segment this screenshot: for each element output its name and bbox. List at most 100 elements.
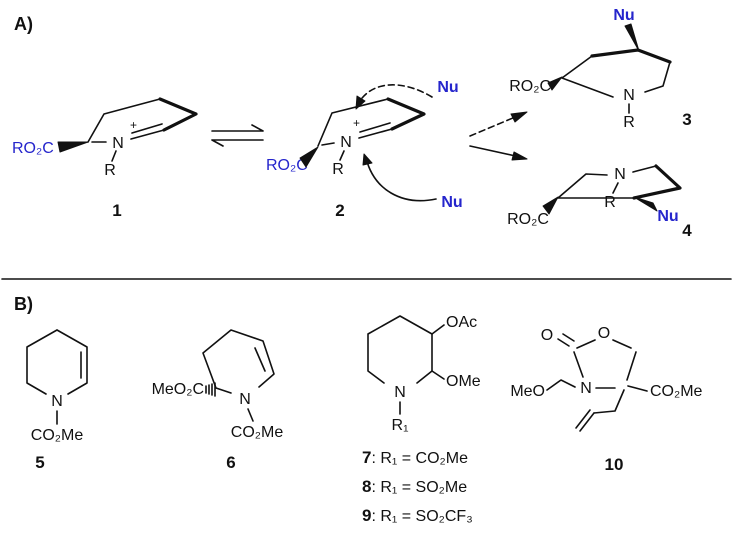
n-carbamate-bond (247, 408, 254, 422)
carbonyl-double-bond (557, 333, 575, 347)
ring-bonds (557, 165, 657, 199)
methoxymethyl-label: MeO (510, 383, 545, 400)
n-r-bond (612, 182, 619, 194)
curved-arrow-dashed (357, 84, 433, 105)
ester-label: CO₂Me (650, 383, 703, 400)
harpoon-left (211, 139, 264, 147)
arrowhead (510, 111, 528, 123)
wedge-bond (624, 23, 640, 52)
product-arrows (469, 111, 528, 161)
n-r-bond (339, 150, 345, 161)
allyl-bonds (593, 389, 625, 414)
allyl-double-bond (575, 409, 595, 432)
ester-label: RO₂C (507, 211, 549, 228)
compound-10: O O N MeO CO₂Me 10 (510, 325, 702, 474)
r1-label: R₁ (392, 417, 409, 434)
n-r-bond (111, 150, 117, 162)
compound-number: 2 (335, 201, 344, 220)
panel-b-label: B) (14, 294, 33, 314)
compound-3: Nu RO₂C N R 3 (509, 7, 692, 131)
legend-definition: : R₁ = SO₂Me (371, 479, 467, 496)
legend-line-9: 9: R₁ = SO₂CF₃ (362, 506, 473, 525)
ester-label: RO₂C (509, 78, 551, 95)
compound-number: 10 (605, 455, 624, 474)
compound-6: MeO₂C N CO₂Me 6 (152, 329, 284, 472)
ester-label: RO₂C (266, 157, 308, 174)
nitrogen-label: N (340, 134, 352, 151)
ring-oxygen-label: O (598, 325, 610, 342)
compound-1: RO₂C N + R 1 (12, 97, 198, 220)
legend-number: 8 (362, 477, 371, 496)
legend-line-7: 7: R₁ = CO₂Me (362, 448, 468, 467)
arrow-to-compound-3 (469, 114, 521, 137)
nu-label: Nu (657, 208, 678, 225)
harpoon-right (211, 124, 264, 132)
ring-bonds (26, 329, 88, 395)
r-group-label: R (623, 114, 635, 131)
iminium-double-bond (358, 122, 393, 139)
wedge-bond (57, 141, 89, 153)
charge-label: + (353, 116, 360, 130)
wedge-bond (633, 196, 658, 212)
nu-top-label: Nu (437, 79, 458, 96)
wedge-bond (547, 76, 563, 91)
compound-number: 1 (112, 201, 121, 220)
compound-7-9: OAc OMe N R₁ 7: R₁ = CO₂Me 8: R₁ = SO₂Me… (362, 314, 481, 525)
ring-bond-bold (158, 97, 198, 132)
compound-5: N CO₂Me 5 (26, 329, 88, 472)
r-group-label: R (104, 162, 116, 179)
carbonyl-oxygen-label: O (541, 327, 553, 344)
ring-bond-bold (632, 164, 682, 200)
ring-bonds (202, 329, 275, 394)
panel-a-label: A) (14, 14, 33, 34)
nitrogen-label: N (51, 393, 63, 410)
ring-bonds (573, 339, 637, 389)
legend-number: 7 (362, 448, 371, 467)
nitrogen-label: N (239, 391, 251, 408)
legend-number: 9 (362, 506, 371, 525)
ring-bonds (561, 55, 671, 98)
legend-line-8: 8: R₁ = SO₂Me (362, 477, 467, 496)
ester-label: RO₂C (12, 140, 54, 157)
ester-label: MeO₂C (152, 381, 204, 398)
ring-bonds (87, 98, 161, 143)
equilibrium-arrows (211, 124, 264, 147)
nu-label: Nu (613, 7, 634, 24)
carbamate-label: CO₂Me (31, 427, 84, 444)
arrowhead (362, 153, 373, 166)
nu-bottom-label: Nu (441, 194, 462, 211)
nitrogen-label: N (394, 384, 406, 401)
nitrogen-label: N (580, 380, 592, 397)
nitrogen-label: N (614, 166, 626, 183)
curved-arrow-solid (365, 157, 437, 202)
oac-bond (431, 324, 445, 335)
compound-number: 6 (226, 453, 235, 472)
r-group-label: R (604, 194, 616, 211)
double-bond (254, 347, 266, 372)
iminium-double-bond (130, 123, 165, 140)
methoxymethyl-bonds (546, 379, 576, 391)
ome-bond (431, 370, 445, 380)
compound-number: 4 (682, 221, 692, 240)
wedge-bond (299, 146, 319, 168)
ring-bonds (367, 315, 433, 384)
charge-label: + (130, 118, 137, 132)
compound-number: 3 (682, 110, 691, 129)
nucleophile-attack: Nu Nu (355, 79, 463, 211)
ester-bond (627, 385, 648, 392)
oac-label: OAc (446, 314, 477, 331)
carbamate-label: CO₂Me (231, 424, 284, 441)
hashed-wedge-bond (205, 382, 216, 397)
nitrogen-label: N (112, 135, 124, 152)
compound-number: 5 (35, 453, 44, 472)
arrowhead (355, 95, 366, 110)
compound-4: N R RO₂C Nu 4 (507, 164, 692, 240)
compound-2: RO₂C N + R 2 (266, 97, 426, 220)
ring-bond-bold (386, 97, 426, 131)
legend-definition: : R₁ = SO₂CF₃ (371, 508, 472, 525)
nitrogen-label: N (623, 87, 635, 104)
ring-bond-bold (590, 48, 672, 64)
r-group-label: R (332, 161, 344, 178)
